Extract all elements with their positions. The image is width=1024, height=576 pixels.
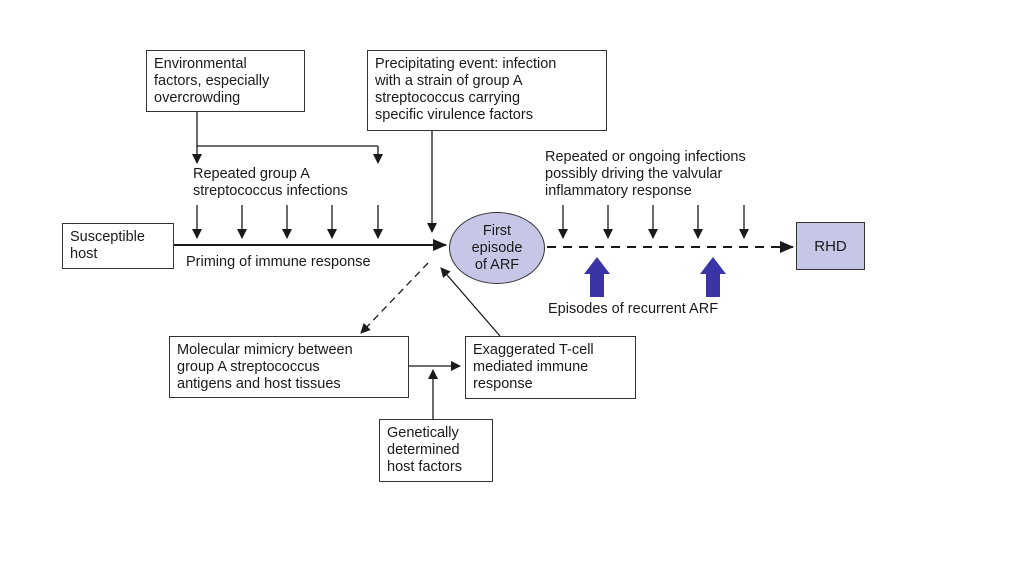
tcell-to-arf-arrow [440,267,501,337]
ongoing-infections-label: Repeated or ongoing infections possibly … [545,149,746,199]
genetic-factors-box: Genetically determined host factors [379,419,493,482]
environmental-factors-box: Environmental factors, especially overcr… [146,50,305,112]
precipitating-event-box: Precipitating event: infection with a st… [367,50,607,131]
mimicry-dashed-arrow [360,262,429,334]
ongoing-infection-arrows [558,205,749,239]
recurrent-arf-arrows [584,257,726,297]
first-episode-arf-node: First episode of ARF [449,212,545,284]
susceptible-host-box: Susceptible host [62,223,174,269]
repeated-infections-label: Repeated group A streptococcus infection… [193,166,348,199]
priming-label: Priming of immune response [186,254,371,270]
environmental-connector [192,112,383,164]
molecular-mimicry-box: Molecular mimicry between group A strept… [169,336,409,398]
repeated-infection-arrows [192,205,383,239]
recurrent-arf-label: Episodes of recurrent ARF [548,301,719,317]
rhd-node: RHD [796,222,865,270]
tcell-response-box: Exaggerated T-cell mediated immune respo… [465,336,636,399]
